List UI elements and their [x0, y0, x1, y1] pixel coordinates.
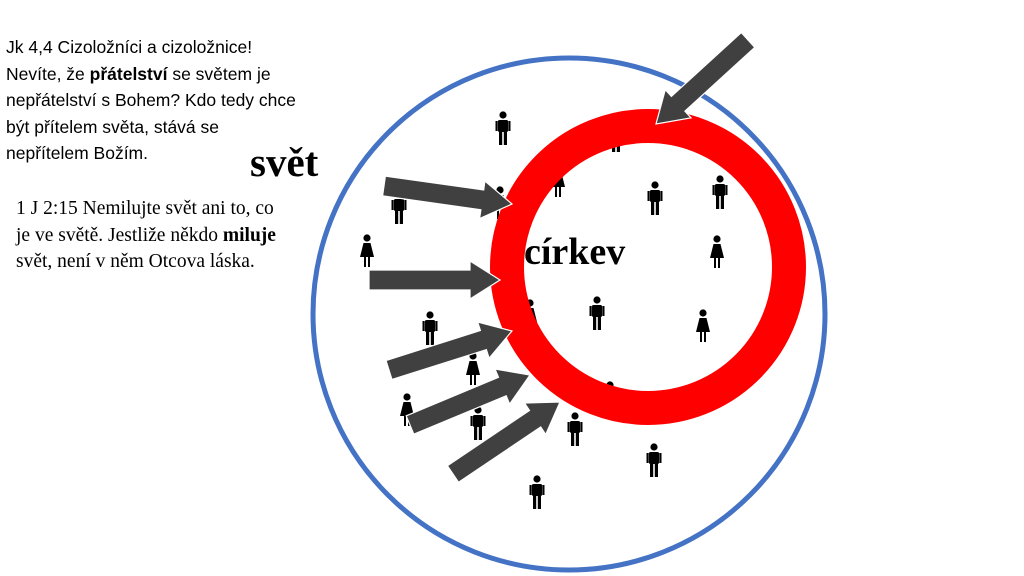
john-verse-after: svět, není v něm Otcova láska.: [16, 251, 255, 272]
james-verse-ref: Jk 4,4 Cizoložníci a cizoložnice!: [6, 37, 253, 57]
man-figure-icon: [529, 475, 545, 509]
james-verse-after: se světem je nepřátelství s Bohem? Kdo t…: [6, 63, 296, 164]
arrow-left-3-icon: [385, 321, 514, 381]
john-verse-before: 1 J 2:15 Nemilujte svět ani to, co je ve…: [16, 198, 274, 246]
james-verse-text: Jk 4,4 Cizoložníci a cizoložnice! Nevíte…: [6, 34, 306, 167]
james-verse-emphasis: přátelství: [89, 63, 168, 84]
arrows-group: [368, 31, 756, 484]
john-verse-emphasis: miluje: [222, 224, 276, 246]
man-figure-icon: [646, 443, 662, 477]
arrow-top-right-icon: [655, 31, 756, 125]
man-figure-icon: [647, 181, 663, 215]
man-figure-icon: [470, 406, 486, 440]
world-label: svět: [250, 139, 319, 185]
woman-figure-icon: [466, 352, 480, 385]
man-figure-icon: [422, 311, 438, 345]
woman-figure-icon: [696, 309, 710, 342]
man-figure-icon: [567, 412, 583, 446]
church-label: církev: [524, 231, 626, 273]
arrow-left-4-icon: [405, 368, 532, 435]
man-figure-icon: [589, 296, 605, 330]
arrow-left-5-icon: [446, 401, 561, 484]
john-verse-text: 1 J 2:15 Nemilujte svět ani to, co je ve…: [16, 196, 291, 276]
world-circle: [310, 55, 828, 573]
woman-figure-icon: [710, 235, 724, 268]
arrow-left-2-icon: [368, 259, 502, 301]
woman-figure-icon: [360, 234, 374, 267]
church-ring: [490, 109, 806, 425]
man-figure-icon: [495, 111, 511, 145]
arrow-left-1-icon: [381, 175, 514, 220]
man-figure-icon: [712, 175, 728, 209]
james-verse-before: Nevíte, že: [6, 63, 90, 84]
